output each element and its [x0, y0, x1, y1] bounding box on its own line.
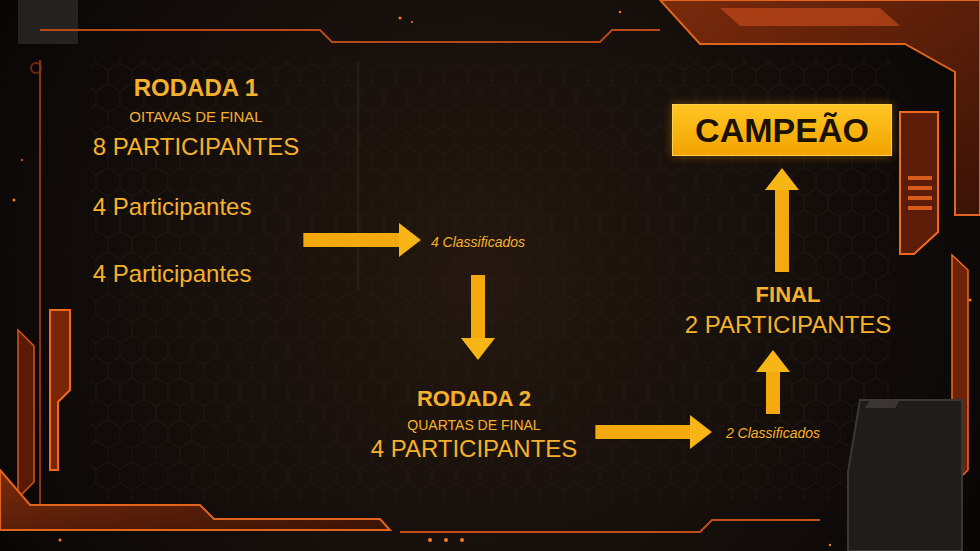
qualified-label: 4 Classificados: [427, 231, 529, 253]
bottom-left-panel: [0, 470, 390, 530]
block-arrow: [595, 425, 691, 439]
qualified-label: 2 Classificados: [722, 422, 824, 444]
node-heading: 4 Participantes: [93, 192, 252, 221]
bottom-right-panel: [848, 400, 962, 551]
final-group: FINAL2 PARTICIPANTES: [685, 282, 892, 340]
right-bracket: [900, 112, 938, 254]
block-arrow: [766, 371, 780, 414]
panel-strip: [720, 8, 900, 26]
participants-label: 4 Participantes: [93, 259, 252, 288]
corner-smudge: [18, 0, 78, 44]
hex-texture: [90, 60, 890, 500]
round-group: RODADA 1 OITAVAS DE FINAL 8 PARTICIPANTES 4…: [93, 74, 300, 296]
node-text: OITAVAS DE FINAL: [93, 108, 300, 126]
node-text: 8 PARTICIPANTES: [93, 132, 300, 162]
node-text: 4 PARTICIPANTES: [371, 434, 578, 464]
top-frame-line: [40, 30, 660, 42]
node-heading: RODADA 1: [93, 74, 300, 102]
node-heading: CAMPEÃO: [695, 111, 869, 149]
vent-slats: [908, 176, 932, 210]
node-text: 2 PARTICIPANTES: [685, 310, 892, 340]
divider-line: [358, 62, 359, 290]
block-arrow: [775, 189, 789, 272]
panel-notch: [865, 400, 900, 408]
participants-label: 4 Participantes: [93, 192, 252, 221]
node-heading: RODADA 2: [371, 386, 578, 412]
node-heading: 2 Classificados: [726, 424, 820, 442]
round-group: RODADA 2 QUARTAS DE FINAL4 PARTICIPANTES: [371, 386, 578, 464]
champion-box: CAMPEÃO: [672, 104, 892, 156]
block-arrow: [303, 233, 400, 247]
left-frame-line: [39, 60, 41, 520]
left-bracket: [50, 310, 70, 470]
node-text: QUARTAS DE FINAL: [371, 416, 578, 434]
node-heading: 4 Participantes: [93, 259, 252, 288]
bottom-frame-line: [400, 520, 820, 532]
left-edge-bracket: [18, 330, 34, 498]
sparks: [13, 11, 972, 546]
node-heading: 4 Classificados: [431, 233, 525, 251]
block-arrow: [471, 275, 485, 339]
node-heading: FINAL: [685, 282, 892, 308]
